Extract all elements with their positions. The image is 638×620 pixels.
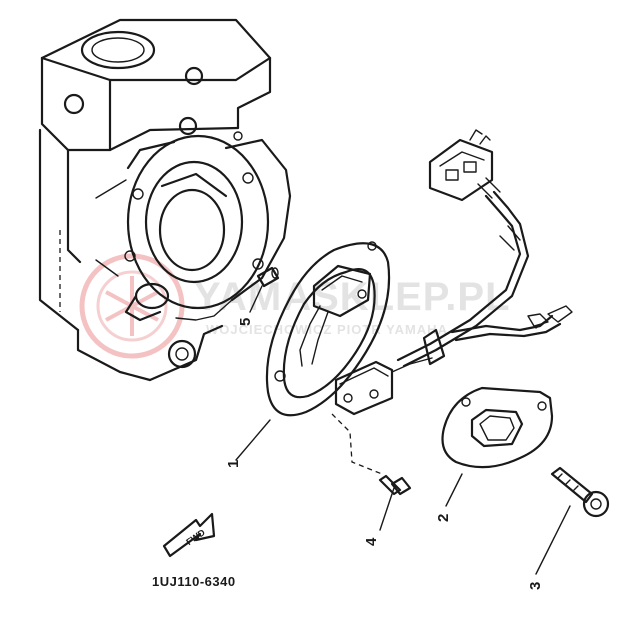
- callout-1: 1: [225, 460, 242, 468]
- screw-part-4: 4: [363, 474, 412, 546]
- watermark-main-text: YAMASKLEP.PL: [194, 275, 511, 319]
- dowel-pin-part-5: 5: [237, 266, 280, 326]
- pickup-coil-assembly-part-1: 1: [225, 241, 433, 475]
- timing-plate-part-2: 2: [435, 386, 554, 522]
- watermark: YAMASKLEP.PL WOJCIECHOWICZ PIOTR YAMAHA: [79, 253, 511, 359]
- watermark-sub-text: WOJCIECHOWICZ PIOTR YAMAHA: [206, 322, 448, 337]
- fwd-direction-arrow: FWD: [162, 512, 216, 558]
- watermark-logo-inner: [96, 270, 168, 342]
- callout-3: 3: [527, 582, 544, 590]
- fwd-label: FWD: [184, 527, 207, 547]
- callout-5: 5: [237, 318, 254, 326]
- callout-4: 4: [363, 537, 380, 546]
- crankcase-housing: [38, 18, 292, 382]
- wiring-harness: [396, 129, 573, 368]
- callout-2: 2: [435, 514, 452, 522]
- part-code: 1UJ110-6340: [152, 574, 236, 589]
- bolt-part-3: 3: [527, 466, 610, 590]
